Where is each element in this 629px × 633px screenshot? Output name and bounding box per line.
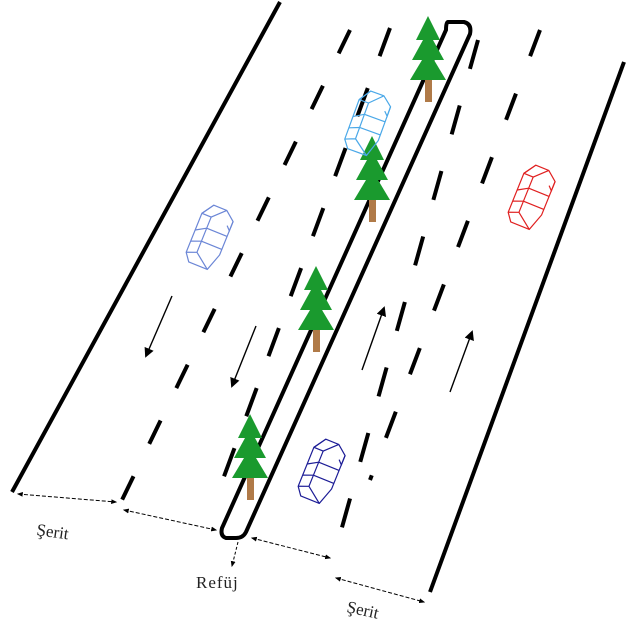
lane-width-dimension-left [16, 491, 118, 505]
median-label: Refüj [196, 573, 239, 592]
pine-tree-icon [410, 16, 446, 102]
lane-divider-left-2 [214, 27, 392, 499]
pine-tree-icon [298, 266, 334, 352]
median-leader-arrow [230, 541, 239, 568]
lane-divider-right-2 [368, 29, 542, 481]
road-edge-right [428, 61, 626, 593]
median-strip [219, 20, 473, 540]
direction-arrow-icon [449, 330, 474, 393]
lane-divider-left-1 [120, 29, 352, 501]
lane-label-left: Şerit [35, 520, 70, 543]
car-icon [294, 435, 349, 507]
lane-width-dimension-right-1 [250, 536, 332, 560]
car-icon [182, 201, 237, 273]
direction-arrow-icon [230, 325, 257, 388]
lane-label-right: Şerit [345, 597, 381, 622]
car-icon [504, 161, 559, 233]
pine-tree-icon [232, 414, 268, 500]
direction-arrow-icon [144, 295, 173, 358]
lane-divider-right-1 [332, 39, 480, 557]
road-edge-left [10, 1, 282, 493]
direction-arrow-icon [361, 306, 386, 371]
lane-width-dimension-right-2 [334, 576, 426, 604]
lane-width-dimension-middle [122, 508, 218, 532]
